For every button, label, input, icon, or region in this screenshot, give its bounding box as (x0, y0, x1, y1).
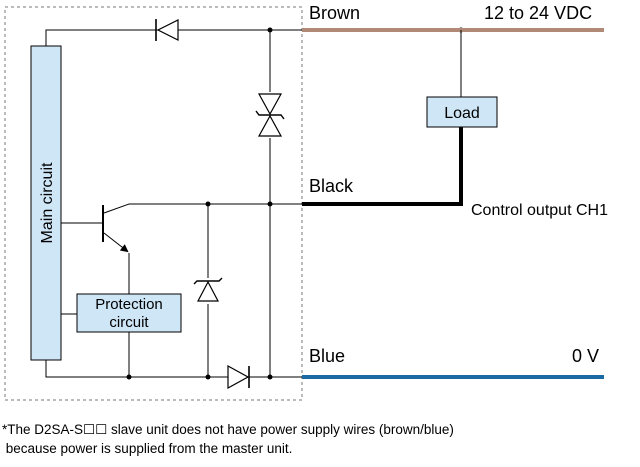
internal-bottom-wire (45, 360, 302, 378)
brown-diode-icon (155, 19, 179, 41)
protection-circuit-block (76, 293, 182, 333)
load-label: Load (444, 105, 480, 122)
protection-label-line2: circuit (109, 314, 149, 331)
tvs-diode-icon (255, 92, 285, 138)
load-block (426, 96, 498, 128)
supply-voltage-label: 12 to 24 VDC (484, 3, 592, 23)
output-transistor-icon (61, 203, 302, 377)
protection-label-line1: Protection (95, 296, 163, 313)
internal-top-wire (45, 29, 302, 46)
blue-diode-icon (227, 364, 250, 390)
zener-diode-icon (193, 277, 223, 304)
brown-label: Brown (309, 3, 360, 23)
black-label: Black (309, 176, 354, 196)
blue-label: Blue (309, 346, 345, 366)
footnote-line2: because power is supplied from the maste… (2, 441, 293, 456)
black-wire (302, 127, 463, 206)
footnote-line1: *The D2SA-S☐☐ slave unit does not have p… (2, 422, 454, 437)
main-circuit-label: Main circuit (39, 162, 56, 243)
control-output-label: Control output CH1 (471, 202, 608, 219)
zero-volt-label: 0 V (572, 346, 599, 366)
footnote: *The D2SA-S☐☐ slave unit does not have p… (2, 420, 632, 458)
